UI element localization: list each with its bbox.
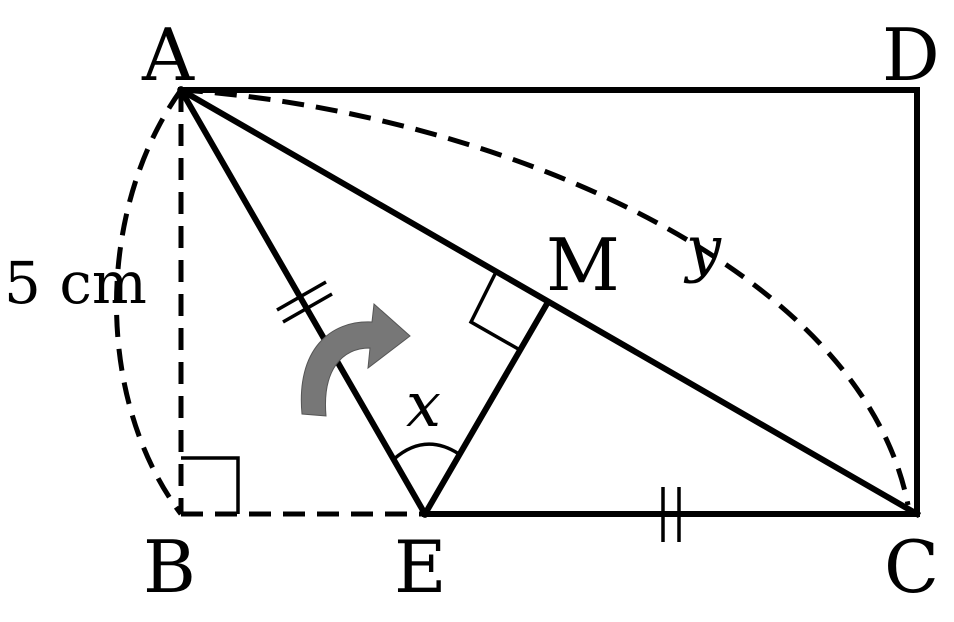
label-point-c: C bbox=[884, 525, 939, 609]
right-angle-mark-b bbox=[181, 456, 240, 514]
label-point-b: B bbox=[143, 525, 196, 609]
label-measurement-5cm: 5 cm bbox=[4, 249, 147, 317]
tick-ae-2 bbox=[282, 292, 333, 324]
label-variable-y: y bbox=[683, 212, 722, 285]
right-angle-mark-m bbox=[468, 271, 521, 352]
label-point-e: E bbox=[394, 525, 447, 609]
segment-em bbox=[420, 297, 553, 519]
fold-arrow-icon bbox=[300, 302, 411, 417]
label-point-m: M bbox=[546, 223, 620, 307]
arc-y-dashed bbox=[180, 87, 911, 506]
label-point-d: D bbox=[882, 13, 940, 97]
tick-ae-1 bbox=[276, 280, 327, 312]
segment-ae bbox=[176, 85, 430, 519]
label-variable-x: x bbox=[406, 368, 441, 441]
angle-arc-x bbox=[392, 442, 460, 461]
label-point-a: A bbox=[141, 13, 195, 97]
arc-left-dashed bbox=[114, 88, 184, 516]
